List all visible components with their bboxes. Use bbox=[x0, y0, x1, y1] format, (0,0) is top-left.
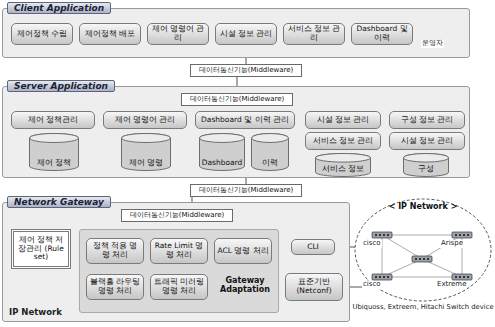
database-cylinder: 이력 bbox=[251, 133, 289, 171]
function-box: Dashboard 및 이력 관리 bbox=[195, 111, 295, 129]
box-label: 시설 정보 관리 bbox=[220, 30, 273, 39]
box-label: 서비스 정보 bbox=[322, 165, 364, 174]
adaptation-region: Gateway Adaptation 정책 적용 명령 처리 Rate Limit … bbox=[79, 229, 279, 313]
box-label: 정책 적용 명령 처리 bbox=[89, 242, 141, 259]
vendor-label: cisco bbox=[362, 281, 382, 289]
function-box: 구성 정보 관리 bbox=[389, 111, 465, 129]
box-label: 제어정책 수립 bbox=[17, 30, 67, 39]
function-box: Dashboard 및 이력 bbox=[351, 23, 413, 45]
interface-box: 표준기반 (Netconf) bbox=[285, 273, 343, 301]
box-label: Dashboard 및 이력 관리 bbox=[201, 116, 289, 125]
command-box: ACL 명령 처리 bbox=[214, 238, 272, 264]
box-label: 데이터통신기능(Middleware) bbox=[130, 211, 225, 219]
box-label: 제어정책 배포 bbox=[85, 30, 135, 39]
middleware-box: 데이터통신기능(Middleware) bbox=[190, 64, 302, 77]
middleware-box: 데이터통신기능(Middleware) bbox=[190, 184, 302, 197]
vendor-label: Arispe bbox=[440, 240, 464, 248]
gateway-band: Network GatewayIP Network데이터통신기능(Middlew… bbox=[2, 202, 350, 322]
operator-label: 운영자 bbox=[421, 40, 444, 48]
box-label: ACL 명령 처리 bbox=[217, 247, 268, 256]
box-label: 제어 명령어 관리 bbox=[150, 25, 206, 42]
box-label: CLI bbox=[307, 243, 319, 252]
database-cylinder: 제어 정책 bbox=[29, 133, 79, 171]
section-heading: Network Gateway bbox=[7, 196, 111, 208]
function-box: 서비스 정보 관리 bbox=[305, 132, 381, 150]
box-label: 제어 명령어 관리 bbox=[115, 116, 176, 125]
function-box: 제어정책 배포 bbox=[79, 23, 141, 45]
box-label: Dashboard 및 이력 bbox=[354, 25, 410, 42]
function-box: 서비스 정보 관리 bbox=[283, 23, 345, 45]
box-label: 데이터통신기능(Middleware) bbox=[199, 66, 294, 74]
function-box: 시설 정보 관리 bbox=[215, 23, 277, 45]
box-label: 서비스 정보 관리 bbox=[286, 25, 342, 42]
database-cylinder: 서비스 정보 bbox=[315, 153, 371, 177]
box-label: 데이터통신기능(Middleware) bbox=[199, 186, 294, 194]
command-box: Rate Limit 명령 처리 bbox=[150, 238, 208, 264]
interface-box: CLI bbox=[291, 239, 335, 255]
box-label: Gateway Adaptation bbox=[216, 276, 274, 294]
function-box: 시설 정보 관리 bbox=[389, 132, 465, 150]
function-box: 시설 정보 관리 bbox=[305, 111, 381, 129]
function-box: 제어 정책관리 bbox=[11, 111, 95, 129]
section-heading: Client Application bbox=[7, 2, 111, 14]
box-label: 트래픽 미러링 명령 처리 bbox=[153, 278, 205, 295]
command-box: 정책 적용 명령 처리 bbox=[86, 238, 144, 264]
database-cylinder: 구성 bbox=[403, 153, 449, 177]
command-box: 블랙홀 라우팅 명령 처리 bbox=[86, 274, 144, 300]
box-label: 표준기반 (Netconf) bbox=[288, 278, 340, 295]
box-label: 제어 정책 bbox=[37, 159, 71, 168]
box-label: 데이터통신기능(Middleware) bbox=[190, 95, 285, 103]
box-label: 제어 정책관리 bbox=[28, 116, 78, 125]
box-label: 구성 bbox=[418, 165, 434, 174]
box-label: Rate Limit 명령 처리 bbox=[153, 242, 205, 259]
vendor-label: cisco bbox=[362, 240, 382, 248]
section-heading: Server Application bbox=[7, 80, 115, 92]
middleware-box: 데이터통신기능(Middleware) bbox=[181, 93, 293, 106]
section-note: IP Network bbox=[9, 308, 62, 318]
box-label: 시설 정보 관리 bbox=[401, 137, 454, 146]
section-note: Ubiquoss, Extreem, Hitachi Switch device bbox=[352, 304, 494, 312]
vendor-label: Extreme bbox=[436, 281, 467, 289]
section-heading: < IP Network > bbox=[354, 202, 492, 211]
function-box: 제어 명령어 관리 bbox=[147, 23, 209, 45]
command-box: 트래픽 미러링 명령 처리 bbox=[150, 274, 208, 300]
box-label: 시설 정보 관리 bbox=[317, 116, 370, 125]
box-label: 구성 정보 관리 bbox=[401, 116, 454, 125]
box-label: 제어 명령 bbox=[129, 159, 163, 168]
database-cylinder: Dashboard bbox=[199, 133, 245, 171]
client-band: Client Application제어정책 수립제어정책 배포제어 명령어 관… bbox=[2, 8, 470, 58]
box-label: 제어 정책 저장관리 (Rule set) bbox=[16, 236, 66, 262]
box-label: 이력 bbox=[262, 159, 278, 168]
middleware-box: 데이터통신기능(Middleware) bbox=[121, 209, 233, 222]
box-label: 서비스 정보 관리 bbox=[313, 137, 374, 146]
box-label: Dashboard bbox=[202, 159, 243, 168]
ruleset-box: 제어 정책 저장관리 (Rule set) bbox=[11, 229, 71, 269]
box-label: 블랙홀 라우팅 명령 처리 bbox=[89, 278, 141, 295]
function-box: 제어 명령어 관리 bbox=[103, 111, 187, 129]
server-band: Server Application데이터통신기능(Middleware)제어 … bbox=[2, 86, 470, 178]
database-cylinder: 제어 명령 bbox=[121, 133, 171, 171]
function-box: 제어정책 수립 bbox=[11, 23, 73, 45]
